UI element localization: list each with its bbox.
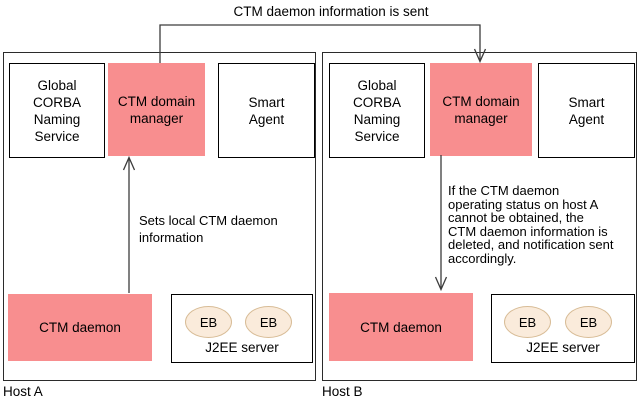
hostb-j2ee-server-label: J2EE server <box>526 340 600 355</box>
hostb-eb-ellipse-1: EB <box>504 306 551 338</box>
hostb-arrow-note: If the CTM daemon operating status on ho… <box>448 183 614 266</box>
hosta-arrow-note: Sets local CTM daemon information <box>139 213 278 245</box>
hosta-eb-ellipse-2: EB <box>245 306 292 338</box>
hostb-smart-agent-box: Smart Agent <box>538 63 635 158</box>
hosta-ctm-domain-manager-box: CTM domain manager <box>108 63 205 156</box>
hostb-j2ee-server-box: EB EB J2EE server <box>491 294 635 363</box>
hostb-eb-ellipse-2: EB <box>565 306 612 338</box>
top-connector-label: CTM daemon information is sent <box>233 4 429 19</box>
hosta-eb-ellipse-1: EB <box>185 306 232 338</box>
host-b-box: Global CORBA Naming Service CTM domain m… <box>322 52 637 381</box>
hosta-j2ee-server-box: EB EB J2EE server <box>171 294 313 363</box>
hosta-j2ee-server-label: J2EE server <box>205 340 279 355</box>
hosta-ctm-daemon-box: CTM daemon <box>8 294 152 361</box>
hosta-smart-agent-box: Smart Agent <box>218 63 315 158</box>
host-a-box: Global CORBA Naming Service CTM domain m… <box>3 52 316 381</box>
hosta-global-corba-naming-service-box: Global CORBA Naming Service <box>9 63 105 158</box>
hostb-ctm-daemon-box: CTM daemon <box>329 293 473 361</box>
hostb-global-corba-naming-service-box: Global CORBA Naming Service <box>329 63 425 158</box>
host-b-label: Host B <box>322 384 363 399</box>
hostb-ctm-domain-manager-box: CTM domain manager <box>430 63 532 156</box>
host-a-label: Host A <box>3 384 43 399</box>
